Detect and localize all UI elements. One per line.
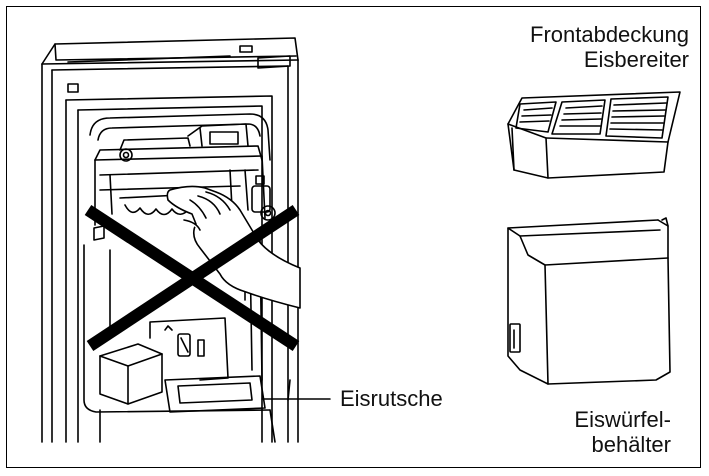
ice-bin-label-line-1: Eiswürfel- (574, 407, 671, 432)
ice-maker-front-cover-icon (507, 91, 681, 179)
ice-bin-label: Eiswürfel- behälter (574, 407, 671, 457)
prohibited-cross-icon (84, 204, 300, 352)
ice-bin-label-line-2: behälter (591, 432, 671, 457)
diagram-border (6, 6, 701, 468)
ice-chute-label: Eisrutsche (340, 386, 443, 411)
front-cover-label: Frontabdeckung Eisbereiter (530, 22, 689, 72)
front-cover-label-line-2: Eisbereiter (583, 47, 689, 72)
ice-cube-bin-icon (507, 217, 671, 385)
front-cover-label-line-1: Frontabdeckung (530, 22, 689, 47)
